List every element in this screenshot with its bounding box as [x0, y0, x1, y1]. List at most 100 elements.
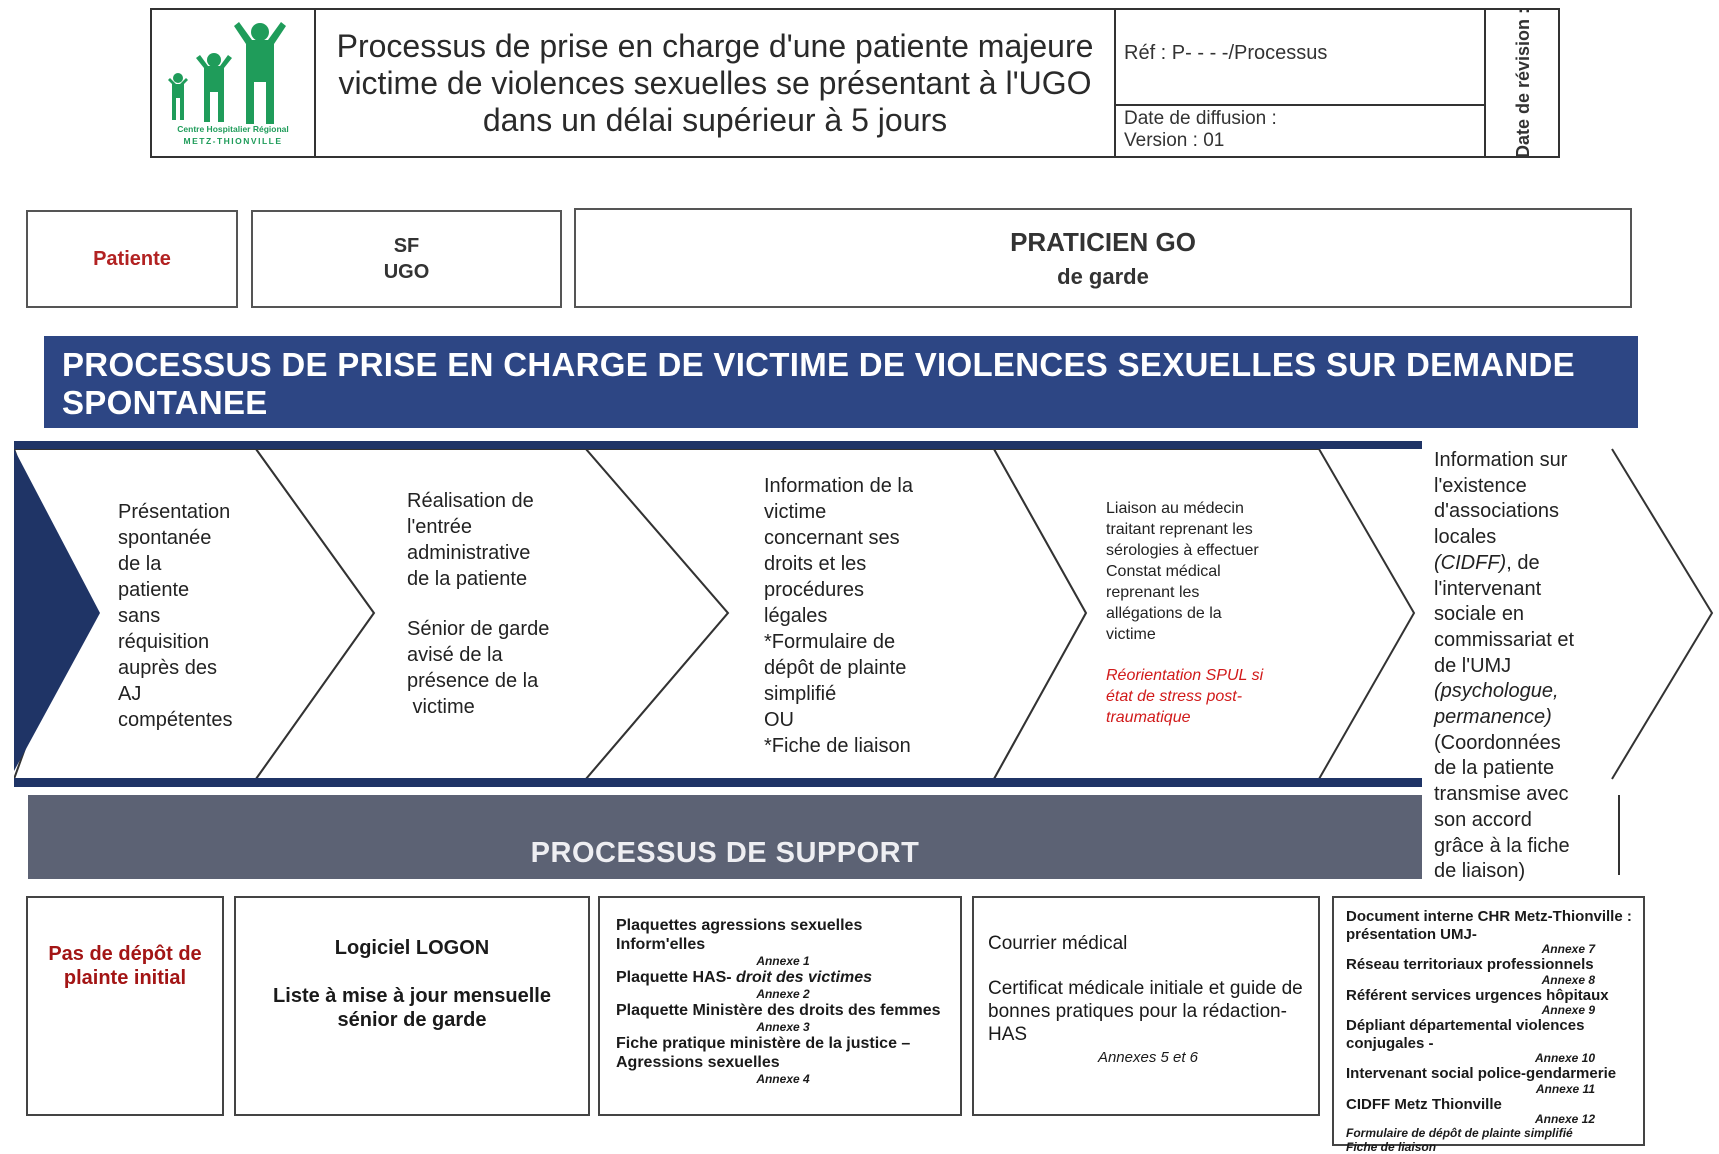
step3-line: OU [764, 709, 794, 731]
step4-line: sérologies à effectuer [1106, 542, 1259, 559]
step5-line: de la patiente [1434, 757, 1555, 780]
diffusion-version-field: Date de diffusion : Version : 01 [1116, 106, 1486, 158]
step3-line: *Formulaire de [764, 631, 896, 653]
step5-line: (Coordonnées [1434, 731, 1561, 754]
step-information-droits: Information de la victime concernant ses… [764, 473, 964, 759]
hospital-logo: Centre Hospitalier Régional METZ-THIONVI… [150, 8, 316, 158]
step3-line: légales [764, 605, 828, 627]
support-box3-item-text: Plaquette HAS- [616, 969, 737, 986]
header-table [150, 8, 1560, 158]
support-process-banner: PROCESSUS DE SUPPORT [28, 795, 1422, 879]
step3-line: procédures [764, 579, 865, 601]
support-box5-annex: Annexe 12 [1534, 1112, 1595, 1126]
role-sf-line1: SF [393, 235, 420, 257]
step-information-associations: Information sur l'existence d'associatio… [1434, 448, 1634, 885]
document-title-cell: Processus de prise en charge d'une patie… [316, 8, 1116, 158]
step1-line: sans [118, 605, 161, 627]
support-box2-line: Liste à mise à jour mensuelle [273, 985, 551, 1007]
step5-line: transmise avec [1434, 783, 1569, 806]
role-praticien-line2: de garde [1057, 263, 1149, 289]
step1-line: spontanée [118, 527, 212, 549]
support-box3-item-italic: droit des victimes [736, 969, 873, 986]
step1-line: AJ [118, 683, 142, 705]
role-sf-line2: UGO [383, 261, 430, 283]
process-band-bottom-rule [14, 778, 1422, 787]
step4-line: reprenant les [1106, 584, 1200, 601]
support-box3-annex: Annexe 2 [756, 987, 810, 1001]
version-label: Version : 01 [1124, 130, 1225, 151]
role-patiente: Patiente [26, 210, 238, 308]
step2-line: avisé de la [407, 644, 503, 666]
support-box5-annex: Annexe 9 [1541, 1003, 1595, 1017]
step5-line: locales [1434, 526, 1497, 549]
support-box5-annex: Annexe 11 [1535, 1081, 1595, 1096]
step1-line: compétentes [118, 709, 233, 731]
step3-line: *Fiche de liaison [764, 735, 911, 757]
step5-line: son accord [1434, 808, 1532, 831]
support-box5-item: Document interne CHR Metz-Thionville : p… [1346, 908, 1632, 943]
step1-line: réquisition [118, 631, 210, 653]
revision-date-label: Date de révision : [1513, 7, 1533, 159]
step1-line: auprès des [118, 657, 217, 679]
step3-line: Information de la [764, 475, 913, 497]
role-praticien-go: PRATICIEN GO de garde [574, 208, 1632, 308]
step-liaison-medecin: Liaison au médecin traitant reprenant le… [1106, 498, 1311, 728]
support-box1-line: Pas de dépôt de [48, 943, 202, 965]
step2-line: l'entrée [407, 516, 472, 538]
support-box3-annex: Annexe 1 [756, 954, 810, 968]
step3-line: victime [764, 501, 827, 523]
step5-line: (CIDFF), de [1434, 551, 1634, 577]
step3-line: concernant ses [764, 527, 900, 549]
hospital-logo-figures-icon: Centre Hospitalier Régional METZ-THIONVI… [168, 22, 289, 146]
step3-line: dépôt de plainte [764, 657, 907, 679]
support-box4-annex: Annexes 5 et 6 [1097, 1049, 1199, 1066]
step4-reorientation: Réorientation SPUL si état de stress pos… [1106, 665, 1311, 728]
step1-line: de la [118, 553, 162, 575]
support-box-courrier: Courrier médical Certificat médicale ini… [972, 896, 1320, 1116]
support-box2-title: Logiciel LOGON [334, 937, 490, 959]
step5-line: d'associations [1434, 500, 1559, 523]
chevron-step5 [1611, 448, 1714, 780]
support-box4-line: Certificat médicale initiale et guide de… [988, 978, 1303, 1045]
role-patiente-label: Patiente [93, 247, 171, 270]
document-title: Processus de prise en charge d'une patie… [336, 27, 1094, 138]
support-box3-item: Plaquettes agressions sexuelles Inform'e… [616, 917, 863, 953]
step5-line: Information sur [1434, 449, 1568, 471]
support-box-plainte: Pas de dépôt de plainte initial [26, 896, 224, 1116]
support-box5-annex: Annexe 10 [1534, 1051, 1595, 1065]
step4-line: traitant reprenant les [1106, 521, 1253, 538]
support-box-logon: Logiciel LOGON Liste à mise à jour mensu… [234, 896, 590, 1116]
reference-field: Réf : P- - - -/Processus [1116, 8, 1486, 106]
step2-line: de la patiente [407, 568, 528, 590]
step5-divider [1618, 795, 1620, 875]
support-box5-item: Intervenant social police-gendarmerie [1346, 1065, 1617, 1082]
step4-line: Constat médical [1106, 563, 1221, 580]
support-box5-annex: Annexe 8 [1541, 972, 1595, 987]
revision-date-cell: Date de révision : [1486, 8, 1560, 158]
support-box3-annex: Annexe 4 [756, 1072, 810, 1086]
step2-line: Sénior de garde [407, 618, 550, 640]
support-box5-item: Référent services urgences hôpitaux [1346, 986, 1609, 1004]
step-entree-administrative: Réalisation de l'entrée administrative d… [407, 488, 597, 720]
step5-text: , de [1506, 551, 1540, 574]
step2-line: présence de la [407, 670, 539, 692]
support-box5-annex: Annexe 7 [1541, 942, 1595, 956]
step5-cidff: (CIDFF) [1434, 551, 1507, 574]
step2-line: victime [407, 696, 475, 718]
step4-red-line: état de stress post- [1106, 688, 1243, 705]
step5-line: de l'UMJ [1434, 654, 1512, 677]
start-arrow-icon [14, 449, 100, 771]
support-box3-item: Plaquette Ministère des droits des femme… [616, 1002, 941, 1019]
process-chevrons [14, 448, 1416, 780]
role-praticien-line1: PRATICIEN GO [1010, 226, 1196, 257]
step4-line: allégations de la [1106, 605, 1222, 622]
step5-line: (psychologue, [1434, 680, 1559, 703]
support-box5-item: CIDFF Metz Thionville [1346, 1095, 1502, 1113]
process-band-top-rule [14, 441, 1422, 449]
support-box5-item: Dépliant départemental violences conjuga… [1346, 1017, 1585, 1052]
support-box3-item: Fiche pratique ministère de la justice –… [616, 1035, 911, 1071]
date-diffusion-label: Date de diffusion : [1124, 108, 1277, 129]
support-box-documents: Document interne CHR Metz-Thionville : p… [1332, 896, 1645, 1154]
role-sf-ugo: SF UGO [251, 210, 562, 308]
step1-line: patiente [118, 579, 190, 601]
